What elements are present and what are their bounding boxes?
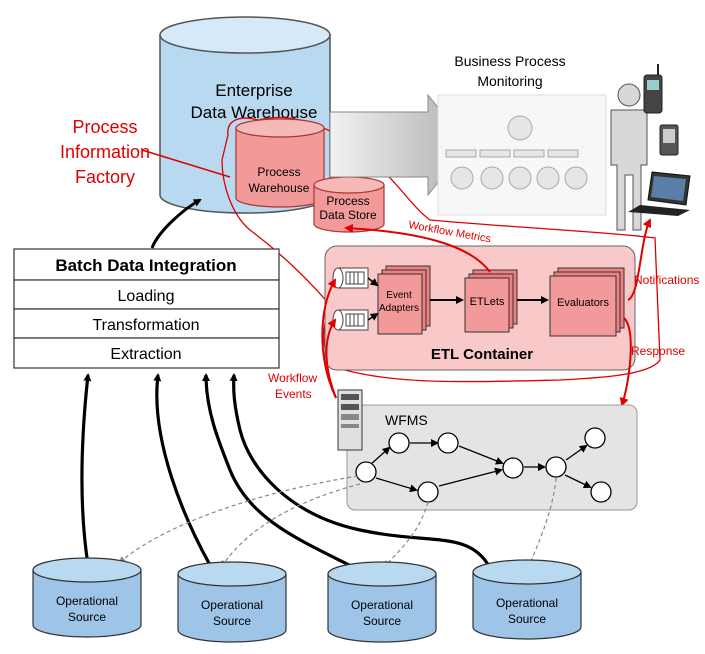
svg-text:Monitoring: Monitoring bbox=[477, 73, 542, 89]
svg-text:Operational: Operational bbox=[201, 598, 263, 612]
mobile-phone-icon bbox=[643, 64, 663, 114]
layer-extraction: Extraction bbox=[110, 346, 181, 363]
pda-icon bbox=[659, 124, 679, 156]
svg-text:Business Process: Business Process bbox=[454, 53, 565, 69]
operational-source: Operational Source bbox=[472, 559, 582, 640]
layer-transformation: Transformation bbox=[93, 317, 200, 334]
svg-text:Data Store: Data Store bbox=[319, 208, 377, 222]
batch-title: Batch Data Integration bbox=[55, 256, 236, 275]
batch-data-integration: Batch Data Integration Loading Transform… bbox=[13, 248, 280, 369]
svg-text:Information: Information bbox=[60, 142, 150, 162]
response-label: Response bbox=[631, 344, 685, 358]
wfms-panel: WFMS bbox=[337, 389, 638, 511]
svg-text:Source: Source bbox=[508, 612, 546, 626]
workflow-events-label-line2: Events bbox=[275, 387, 312, 401]
workflow-graph bbox=[355, 427, 612, 503]
svg-text:Process: Process bbox=[326, 194, 369, 208]
svg-text:Process: Process bbox=[257, 165, 300, 179]
event-queue-icon bbox=[332, 309, 369, 331]
event-queue-icon bbox=[332, 267, 369, 289]
layer-loading: Loading bbox=[118, 288, 175, 305]
operational-source: Operational Source bbox=[32, 557, 142, 638]
svg-text:Process: Process bbox=[72, 117, 137, 137]
svg-text:Adapters: Adapters bbox=[379, 303, 419, 314]
person-icon bbox=[610, 83, 648, 231]
etl-container: ETL Container Event Adapters ET bbox=[324, 245, 636, 371]
svg-text:ETLets: ETLets bbox=[470, 296, 505, 308]
event-adapters: Event Adapters bbox=[377, 265, 431, 335]
operational-source: Operational Source bbox=[177, 561, 287, 643]
process-information-factory-label: Process Information Factory bbox=[60, 117, 231, 187]
wfms-label: WFMS bbox=[385, 412, 428, 428]
server-icon bbox=[337, 389, 363, 451]
process-warehouse: Process Warehouse bbox=[235, 118, 325, 208]
svg-text:Source: Source bbox=[68, 610, 106, 624]
svg-text:Evaluators: Evaluators bbox=[557, 297, 609, 309]
etl-container-title: ETL Container bbox=[431, 346, 533, 363]
svg-text:Operational: Operational bbox=[496, 596, 558, 610]
laptop-icon bbox=[628, 171, 691, 216]
etlets: ETLets bbox=[464, 269, 518, 333]
svg-text:Event: Event bbox=[386, 290, 412, 301]
svg-text:Operational: Operational bbox=[56, 594, 118, 608]
svg-text:Operational: Operational bbox=[351, 598, 413, 612]
process-data-store: Process Data Store bbox=[313, 176, 385, 233]
source-to-batch-arrows bbox=[80, 373, 492, 570]
svg-text:Warehouse: Warehouse bbox=[249, 181, 310, 195]
business-process-monitoring: Business Process Monitoring bbox=[437, 53, 607, 216]
operational-source: Operational Source bbox=[327, 561, 437, 643]
workflow-events-label-line1: Workflow bbox=[268, 371, 317, 385]
svg-text:Factory: Factory bbox=[75, 167, 135, 187]
batch-to-warehouse-arrow bbox=[150, 198, 202, 249]
dashboard-icon bbox=[437, 94, 607, 216]
workflow-metrics-label: Workflow Metrics bbox=[407, 219, 492, 245]
notifications-label: Notifications bbox=[634, 273, 699, 287]
warehouse-title-line1: Enterprise bbox=[215, 81, 292, 100]
svg-text:Source: Source bbox=[213, 614, 251, 628]
svg-text:Source: Source bbox=[363, 614, 401, 628]
evaluators: Evaluators bbox=[549, 267, 625, 337]
